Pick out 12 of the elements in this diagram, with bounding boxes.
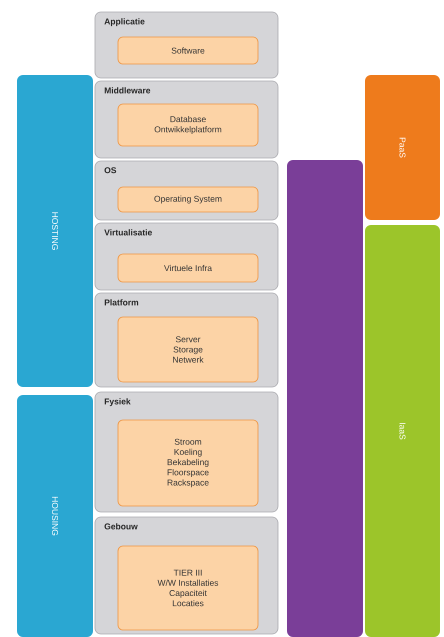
service-bar: HOSTING bbox=[17, 75, 93, 387]
component-box: TIER III W/W Installaties Capaciteit Locaties bbox=[118, 546, 258, 630]
service-bar: PaaS bbox=[365, 75, 440, 220]
component-box: Server Storage Netwerk bbox=[118, 316, 258, 382]
component-box: Database Ontwikkelplatform bbox=[118, 104, 258, 146]
component-box: Software bbox=[118, 36, 258, 64]
service-bar: IaaS bbox=[365, 225, 440, 637]
component-box: Operating System bbox=[118, 186, 258, 212]
component-box: Stroom Koeling Bekabeling Floorspace Rackspace bbox=[118, 420, 258, 506]
service-bar bbox=[287, 160, 363, 637]
component-box: Virtuele Infra bbox=[118, 254, 258, 282]
service-bar: HOUSING bbox=[17, 395, 93, 637]
